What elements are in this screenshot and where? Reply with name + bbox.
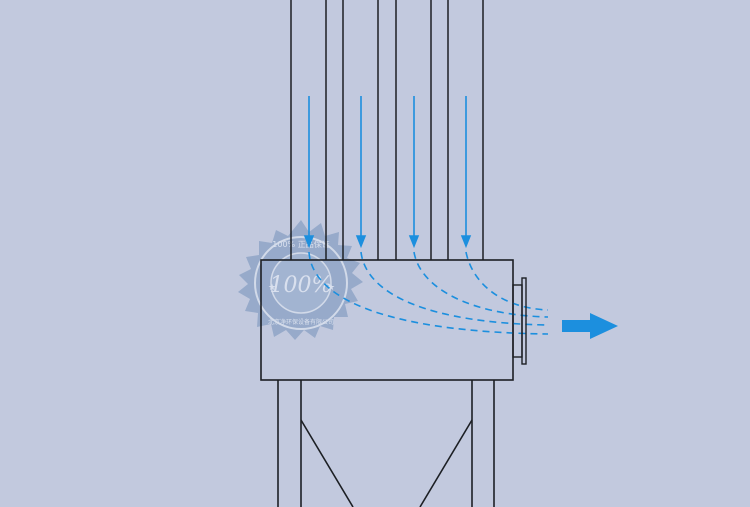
watermark-seal-center-text: 100%	[270, 273, 333, 298]
watermark-seal-ring	[254, 236, 348, 330]
arrow-right-icon	[562, 313, 618, 339]
outlet-arrow-shaft	[562, 320, 594, 332]
down-arrow-4-head	[460, 235, 472, 249]
down-arrow-2-head	[355, 235, 367, 249]
watermark-star-icon: ★	[327, 283, 335, 293]
hopper-right-slope	[419, 419, 473, 507]
down-arrow-3-head	[408, 235, 420, 249]
watermark-seal-bottom-text: 北京净环保设备有限公司	[268, 318, 334, 326]
watermark-seal-inner	[270, 252, 332, 314]
hopper	[277, 380, 495, 507]
outlet-flange-plate	[521, 277, 527, 365]
watermark-seal-top-text: 100% 正品保证	[272, 239, 329, 249]
down-arrow-1-head	[303, 235, 315, 249]
watermark-seal: 100% 100% 正品保证 北京净环保设备有限公司 ★ ★	[238, 220, 363, 340]
outlet-arrow-head	[590, 313, 618, 339]
down-arrows	[303, 96, 472, 249]
vertical-ducts	[290, 0, 484, 260]
flow-path-2	[360, 251, 549, 326]
flow-path-1	[308, 251, 549, 335]
watermark-star-icon: ★	[268, 283, 276, 293]
outlet-flange	[512, 277, 527, 365]
hopper-left-slope	[300, 419, 354, 507]
